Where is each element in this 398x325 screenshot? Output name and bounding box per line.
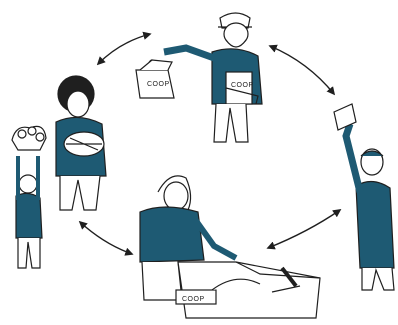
person-with-package-figure xyxy=(346,124,394,290)
child-with-cauliflower-figure xyxy=(16,156,42,268)
shopping-cart-icon xyxy=(176,262,320,318)
double-arrow-icon xyxy=(98,34,150,64)
double-arrow-icon xyxy=(268,210,340,248)
double-arrow-icon xyxy=(270,46,334,94)
man-with-bag-figure xyxy=(164,13,262,142)
bag-label: COOP xyxy=(147,81,170,88)
shopping-bag-icon xyxy=(136,60,174,98)
cart-label: COOP xyxy=(182,296,205,303)
apron-label: COOP xyxy=(231,82,254,89)
vegetables-icon xyxy=(64,132,104,156)
cauliflower-icon xyxy=(12,126,46,150)
double-arrow-icon xyxy=(80,222,132,254)
